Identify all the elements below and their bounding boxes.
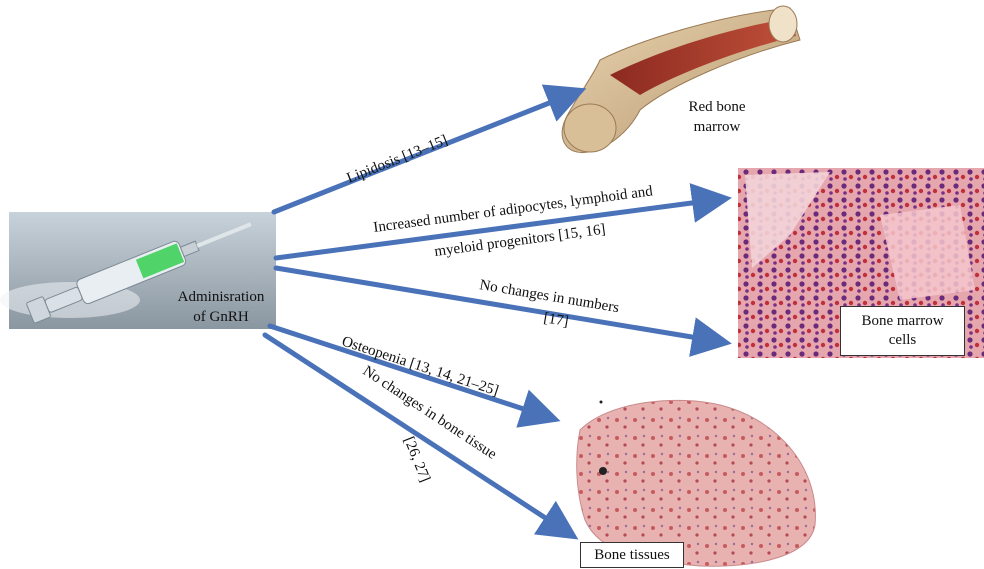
arrow-no-changes-numbers [276, 268, 722, 342]
bone-marrow-cells-line1: Bone marrow [841, 312, 964, 331]
label-no-changes-numbers-line2: [17] [542, 310, 569, 330]
label-lipidosis: Lipidosis [13–15] [345, 132, 450, 186]
red-bone-marrow-line1: Red bone [672, 97, 762, 117]
bone-tissues-line1: Bone tissues [581, 546, 683, 565]
source-caption: Adminisration of GnRH [166, 287, 276, 327]
bone-tissues-caption: Bone tissues [580, 542, 684, 568]
red-bone-marrow-caption: Red bone marrow [672, 97, 762, 137]
bone-marrow-cells-caption: Bone marrow cells [840, 306, 965, 356]
source-caption-line1: Adminisration [166, 287, 276, 307]
red-bone-marrow-line2: marrow [672, 117, 762, 137]
label-osteopenia: Osteopenia [13, 14, 21–25] [340, 334, 501, 400]
source-caption-line2: of GnRH [166, 307, 276, 327]
bone-marrow-cells-line2: cells [841, 331, 964, 350]
